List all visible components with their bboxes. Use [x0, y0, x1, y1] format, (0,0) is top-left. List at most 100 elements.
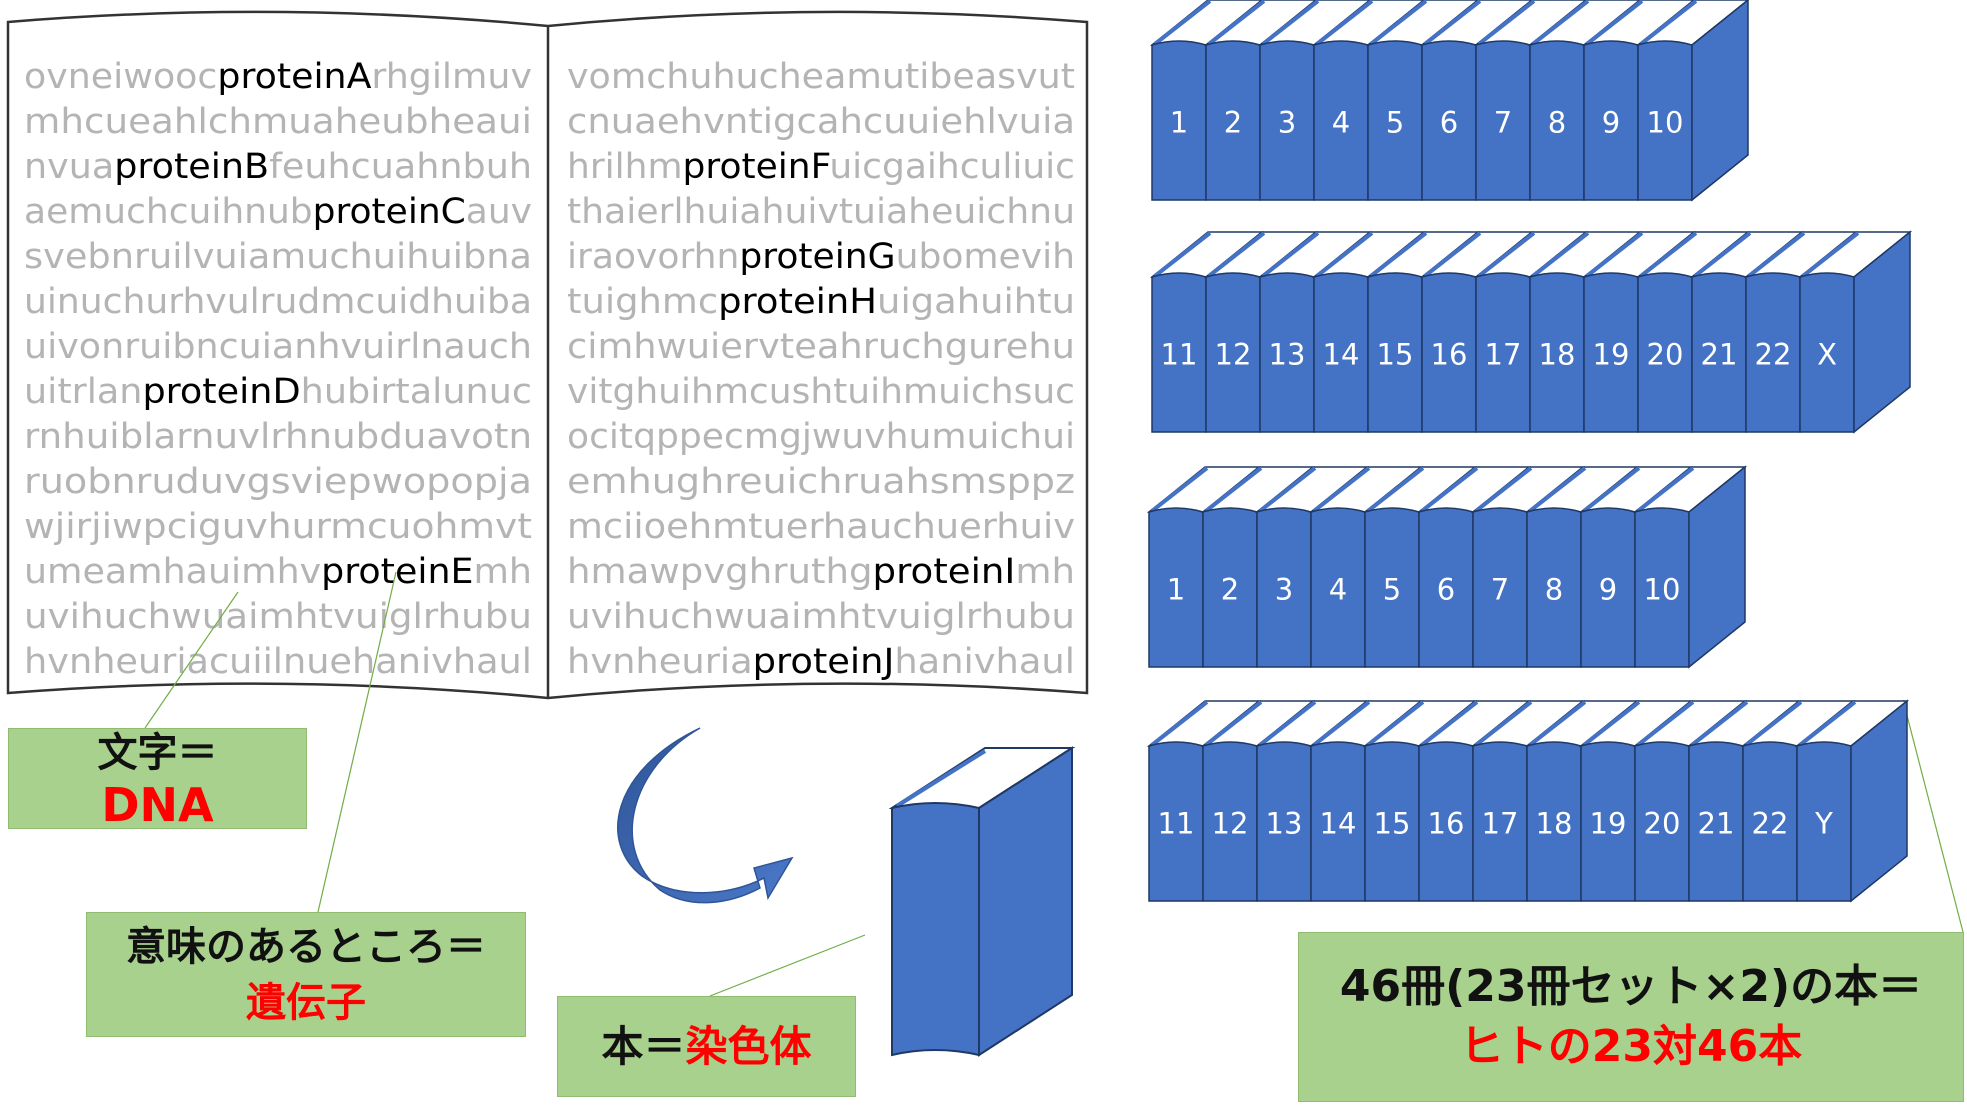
filler-text: uvihuchwuaimhtvuiglrhubu: [24, 597, 532, 637]
filler-text: uicgaihculiuic: [829, 147, 1075, 187]
book-number-label: 14: [1320, 807, 1357, 841]
filler-text: nvua: [24, 147, 114, 187]
chromosome-label: 染色体: [685, 1021, 812, 1071]
meaning-label: 意味のあるところ＝: [126, 923, 486, 970]
protein-word: proteinA: [217, 57, 371, 97]
book-number-label: 6: [1440, 106, 1458, 140]
human-chromosome-set-box: 46冊(23冊セット×2)の本＝ ヒトの23対46本: [1298, 932, 1964, 1102]
filler-text: hanivhaul: [894, 642, 1075, 682]
book-number-label: 13: [1269, 338, 1306, 372]
book-number-label: 12: [1212, 807, 1249, 841]
letters-label: 文字＝: [97, 729, 218, 776]
chromosome-book: 3: [1254, 466, 1370, 668]
chromosome-book: 10: [1635, 0, 1750, 201]
book-number-label: 4: [1332, 106, 1350, 140]
book-number-label: 3: [1278, 106, 1296, 140]
book-cover-edge: [1420, 466, 1479, 513]
book-cover-edge: [1312, 700, 1371, 747]
left-page-line: uivonruibncuianhvuirlnauch: [24, 327, 532, 367]
book-side-cover: [1688, 465, 1746, 669]
chromosome-label-box: 本＝染色体: [557, 996, 856, 1097]
book-number-label: 22: [1752, 807, 1789, 841]
book-number-label: 14: [1323, 338, 1360, 372]
right-page-line: emhughreuichruahsmsppz: [567, 462, 1075, 502]
filler-text: wjirjiwpciguvhurmcuohmvt: [24, 507, 532, 547]
left-page-line: uinuchurhvulrudmcuidhuiba: [24, 282, 532, 322]
left-page-line: rnhuiblarnuvlrhnubduavotn: [24, 417, 532, 457]
chromosome-book: 2: [1203, 0, 1318, 201]
book-cover-edge: [1261, 0, 1320, 46]
filler-text: tuighmc: [567, 282, 718, 322]
chromosome-book: 3: [1257, 0, 1372, 201]
book-cover-edge: [1150, 466, 1209, 513]
book-cover-edge: [1315, 231, 1374, 278]
chromosome-book: 9: [1578, 466, 1694, 668]
book-cover-edge: [1207, 231, 1266, 278]
book-number-label: 5: [1386, 106, 1404, 140]
book-cover-edge: [1639, 0, 1698, 46]
book-cover-edge: [1528, 700, 1587, 747]
protein-word: proteinI: [873, 552, 1016, 592]
book-cover-edge: [1531, 231, 1590, 278]
right-page-line: vitghuihmcushtuihmuichsuc: [567, 372, 1075, 412]
book-cover-edge: [1801, 231, 1860, 278]
book-cover-edge: [1204, 700, 1263, 747]
dna-label: DNA: [101, 777, 214, 832]
filler-text: mciioehmtuerhauchuerhuiv: [567, 507, 1075, 547]
book-number-label: 16: [1428, 807, 1465, 841]
protein-word: proteinE: [321, 552, 473, 592]
book-cover-edge: [1150, 700, 1209, 747]
chromosome-book: 16: [1419, 231, 1535, 433]
book-side-cover: [1850, 699, 1908, 903]
left-page-line: wjirjiwpciguvhurmcuohmvt: [24, 507, 532, 547]
book-cover-edge: [1747, 231, 1806, 278]
chromosome-book: 18: [1524, 700, 1640, 902]
chromosome-book: 8: [1524, 466, 1640, 668]
filler-text: mhcueahlchmuaheubheaui: [24, 102, 532, 142]
filler-text: mh: [1015, 552, 1075, 592]
protein-word: proteinF: [683, 147, 831, 187]
filler-text: hvnheuria: [567, 642, 753, 682]
chromosome-book: 17: [1470, 700, 1586, 902]
book-number-label: 7: [1491, 573, 1509, 607]
gene-label: 遺伝子: [246, 979, 366, 1026]
chromosome-book: 2: [1200, 466, 1316, 668]
left-page-line: uvihuchwuaimhtvuiglrhubu: [24, 597, 532, 637]
right-page-line: thaierlhuiahuivtuiaheuichnu: [567, 192, 1075, 232]
callout-line-letters: [144, 591, 239, 729]
book-cover-edge: [1423, 0, 1482, 46]
book-number-label: X: [1817, 338, 1837, 372]
book-cover-edge: [1585, 231, 1644, 278]
filler-text: vomchuhucheamutibeasvut: [567, 57, 1075, 97]
chromosome-book: 21: [1689, 231, 1805, 433]
filler-text: feuhcuahnbuh: [269, 147, 532, 187]
book-cover-edge: [1366, 466, 1425, 513]
book-label: 本＝: [601, 1021, 686, 1071]
book-cover-edge: [1258, 466, 1317, 513]
filler-text: uitrlan: [24, 372, 142, 412]
chromosome-book: 9: [1581, 0, 1696, 201]
chromosome-book: Y: [1794, 700, 1910, 902]
book-cover-edge: [1690, 700, 1749, 747]
book-cover-edge: [1261, 231, 1320, 278]
protein-word: proteinD: [142, 372, 300, 412]
book-cover-edge: [1369, 231, 1428, 278]
book-number-label: 21: [1701, 338, 1738, 372]
book-cover-edge: [1477, 0, 1536, 46]
chromosome-book: 15: [1365, 231, 1481, 433]
book-number-label: 16: [1431, 338, 1468, 372]
filler-text: thaierlhuiahuivtuiaheuichnu: [567, 192, 1075, 232]
chromosome-book: X: [1797, 231, 1913, 433]
filler-text: hrilhm: [567, 147, 683, 187]
callout-line-book: [709, 934, 866, 997]
right-page-line: vomchuhucheamutibeasvut: [567, 57, 1075, 97]
book-number-label: 5: [1383, 573, 1401, 607]
left-page-line: hvnheuriacuiilnuehanivhaul: [24, 642, 532, 682]
chromosome-book: 20: [1632, 700, 1748, 902]
book-number-label: 20: [1647, 338, 1684, 372]
right-page-line: cimhwuiervteahruchgurehu: [567, 327, 1075, 367]
